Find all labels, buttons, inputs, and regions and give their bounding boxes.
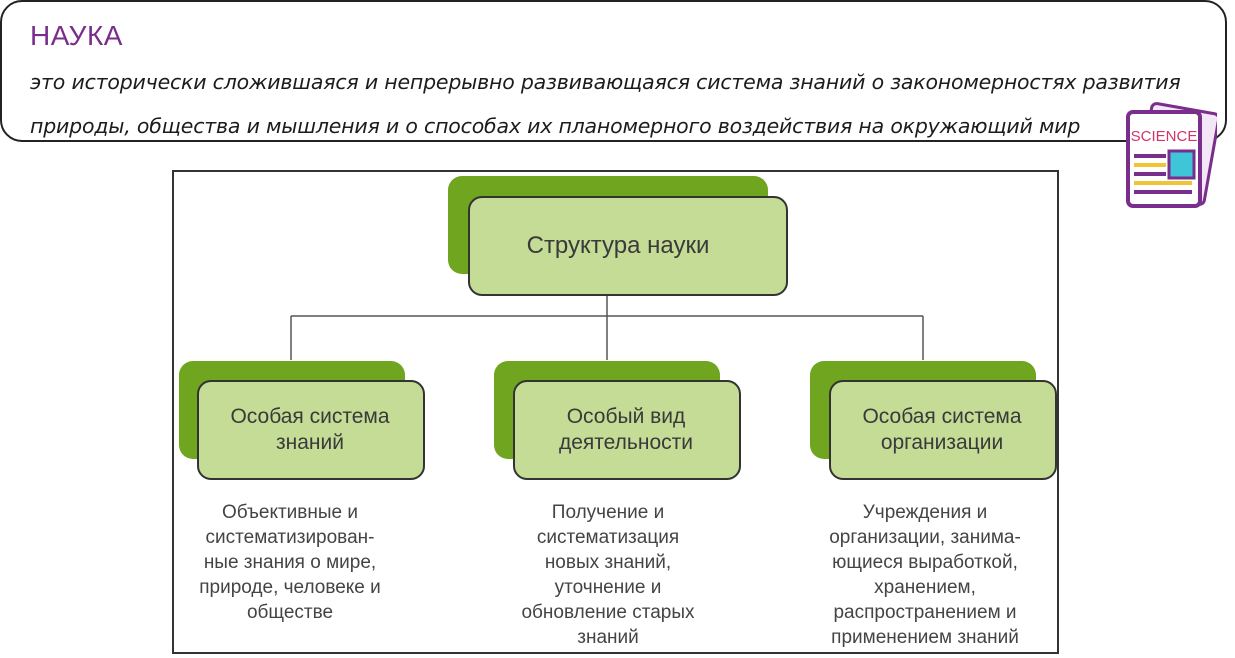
branch-node-front — [197, 380, 425, 480]
science-icon-label: SCIENCE — [1131, 128, 1198, 145]
branch-description: Учреждения и организации, занима- ющиеся… — [829, 502, 1021, 648]
definition-text: это исторически сложившаяся и непрерывно… — [30, 70, 1181, 138]
branch-node-front — [513, 380, 741, 480]
definition-term: НАУКА — [30, 20, 123, 51]
definition-banner: НАУКА это исторически сложившаяся и непр… — [0, 0, 1227, 142]
branch-title: Особая система организации — [862, 405, 1022, 454]
branch-title: Особый вид деятельности — [559, 405, 693, 454]
science-newspaper-icon: SCIENCE — [1126, 102, 1217, 208]
branch-title: Особая система знаний — [230, 405, 390, 454]
root-node-front — [468, 196, 788, 296]
branch-description: Объективные и систематизирован- ные знан… — [199, 502, 381, 623]
branch-description: Получение и систематизация новых знаний,… — [521, 502, 695, 648]
root-node-label: Структура науки — [526, 232, 710, 259]
branch-node-front — [829, 380, 1057, 480]
